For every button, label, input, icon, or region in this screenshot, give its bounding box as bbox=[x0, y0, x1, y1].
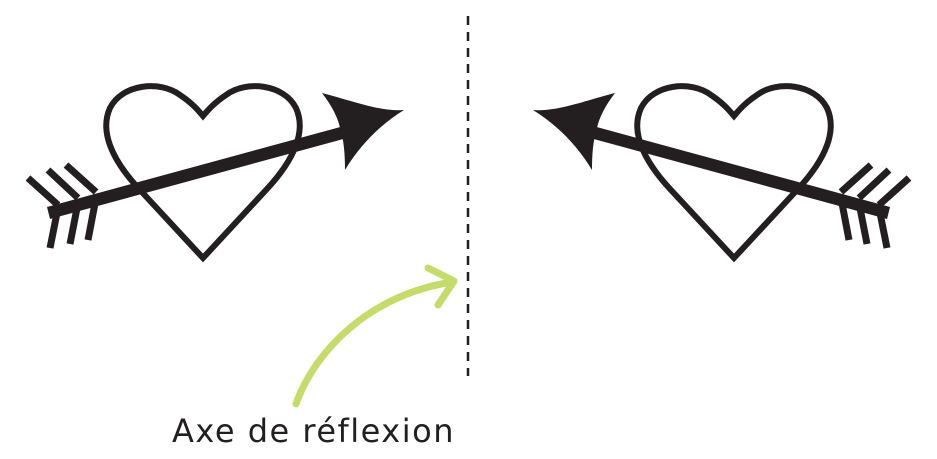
pointer-arrow-icon bbox=[292, 264, 458, 408]
reflection-axis-label: Axe de réflexion bbox=[172, 412, 455, 450]
heart-arrow-reflected-icon bbox=[533, 86, 909, 258]
heart-arrow-original-icon bbox=[28, 86, 404, 258]
